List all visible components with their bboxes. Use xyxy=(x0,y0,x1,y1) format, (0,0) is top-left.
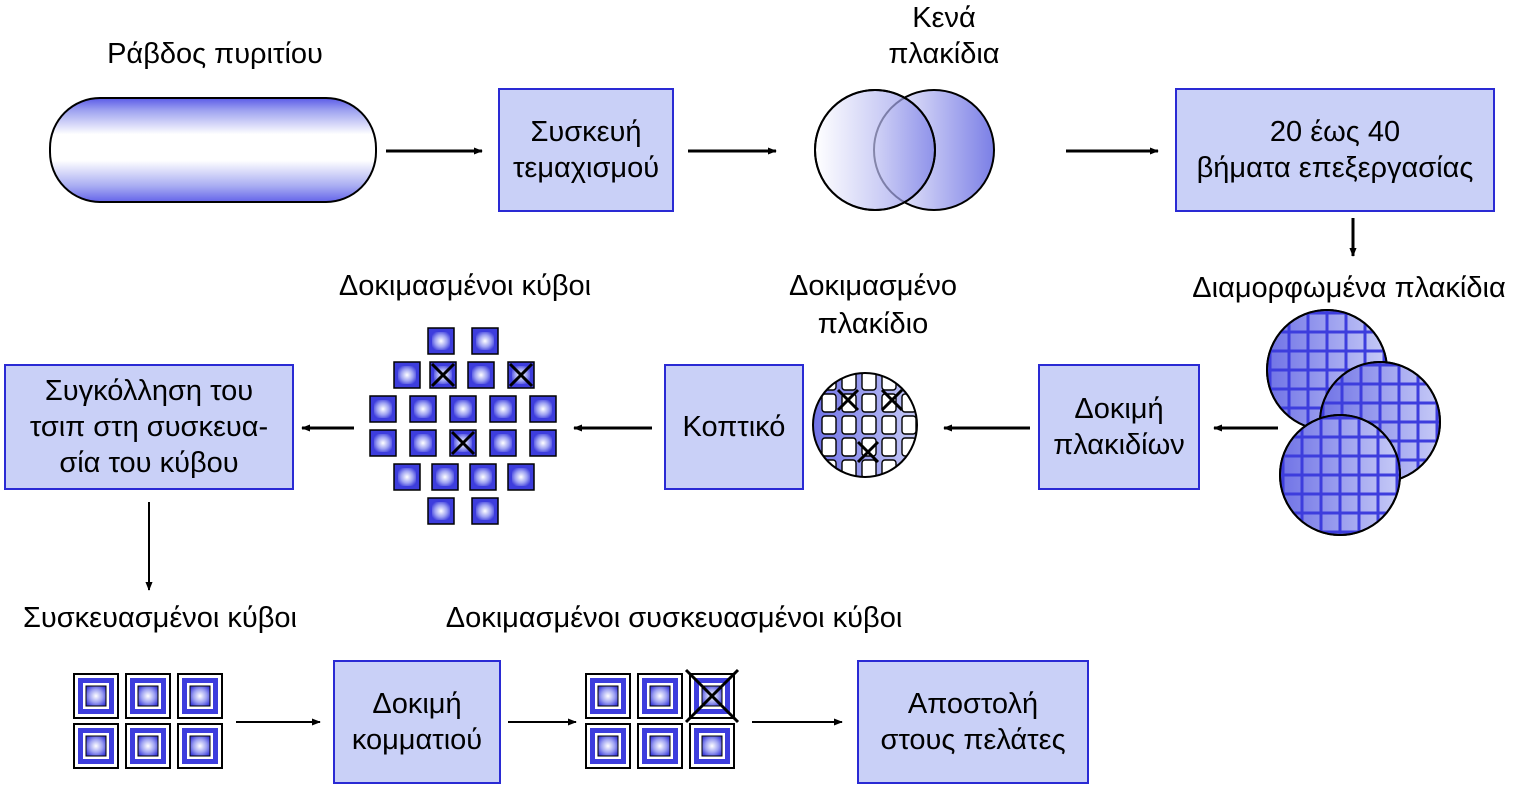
wafer-die xyxy=(861,459,877,477)
slicer-line2: τεμαχισμού xyxy=(512,152,660,184)
part-test-box: Δοκιμή κομματιού xyxy=(333,660,501,784)
wafer-die xyxy=(881,415,897,435)
ship-line1: Αποστολή xyxy=(907,688,1039,720)
blank-wafers xyxy=(814,89,995,211)
label-blank-wafers-line1: Κενά xyxy=(912,2,976,34)
tested-wafer xyxy=(812,372,918,478)
wafer-die xyxy=(861,393,877,413)
label-tested-wafer-line1: Δοκιμασμένο xyxy=(788,270,958,302)
wafer-die xyxy=(861,373,877,391)
silicon-rod xyxy=(49,97,377,203)
fail-mark xyxy=(836,388,860,412)
patterned-wafer xyxy=(1279,414,1401,536)
fail-mark xyxy=(450,430,476,456)
patterned-wafers xyxy=(1266,309,1441,536)
dicer-box: Κοπτικό xyxy=(664,364,804,490)
bonding-line1: Συγκόλληση του xyxy=(44,375,254,407)
label-tested-wafer-line2: πλακίδιο xyxy=(817,308,929,340)
wafer-die xyxy=(861,415,877,435)
label-tested-packaged-dies: Δοκιμασμένοι συσκευασμένοι κύβοι xyxy=(445,602,903,634)
dicer-line1: Κοπτικό xyxy=(682,411,786,443)
processing-line2: βήματα επεξεργασίας xyxy=(1196,152,1474,184)
label-tested-dies: Δοκιμασμένοι κύβοι xyxy=(338,270,592,302)
slicer-line1: Συσκευή xyxy=(530,116,642,148)
ship-box: Αποστολή στους πελάτες xyxy=(857,660,1089,784)
tested-dies-cluster xyxy=(369,327,557,525)
ship-line2: στους πελάτες xyxy=(880,724,1066,756)
wafer-die xyxy=(901,459,917,477)
wafer-test-box: Δοκιμή πλακιδίων xyxy=(1038,364,1200,490)
wafer-die xyxy=(901,415,917,435)
wafer-die xyxy=(881,437,897,457)
processing-line1: 20 έως 40 xyxy=(1269,116,1401,148)
part-test-line2: κομματιού xyxy=(351,724,483,756)
bonding-line3: σία του κύβου xyxy=(59,447,239,479)
fail-mark xyxy=(430,362,456,388)
label-patterned-wafers: Διαμορφωμένα πλακίδια xyxy=(1192,272,1506,304)
wafer-die xyxy=(821,415,837,435)
wafer-die xyxy=(821,393,837,413)
processing-box: 20 έως 40 βήματα επεξεργασίας xyxy=(1175,88,1495,212)
wafer-die xyxy=(841,415,857,435)
part-test-line1: Δοκιμή xyxy=(372,688,462,720)
label-packaged-dies: Συσκευασμένοι κύβοι xyxy=(22,602,297,634)
wafer-test-line1: Δοκιμή xyxy=(1074,393,1164,425)
fail-mark xyxy=(856,440,880,464)
label-blank-wafers-line2: πλακίδια xyxy=(888,38,1000,70)
wafer-die xyxy=(901,373,917,391)
wafer-die xyxy=(841,437,857,457)
fail-mark xyxy=(880,388,904,412)
bonding-line2: τσιπ στη συσκευα- xyxy=(29,411,269,443)
fail-mark xyxy=(508,362,534,388)
tested-packaged-dies xyxy=(585,668,740,769)
fail-mark xyxy=(684,668,740,724)
slicer-box: Συσκευή τεμαχισμού xyxy=(498,88,674,212)
bonding-box: Συγκόλληση του τσιπ στη συσκευα-σία του κ… xyxy=(4,364,294,490)
label-silicon-rod: Ράβδος πυριτίου xyxy=(107,38,323,70)
packaged-dies xyxy=(73,673,223,769)
wafer-die xyxy=(821,437,837,457)
wafer-test-line2: πλακιδίων xyxy=(1053,429,1185,461)
